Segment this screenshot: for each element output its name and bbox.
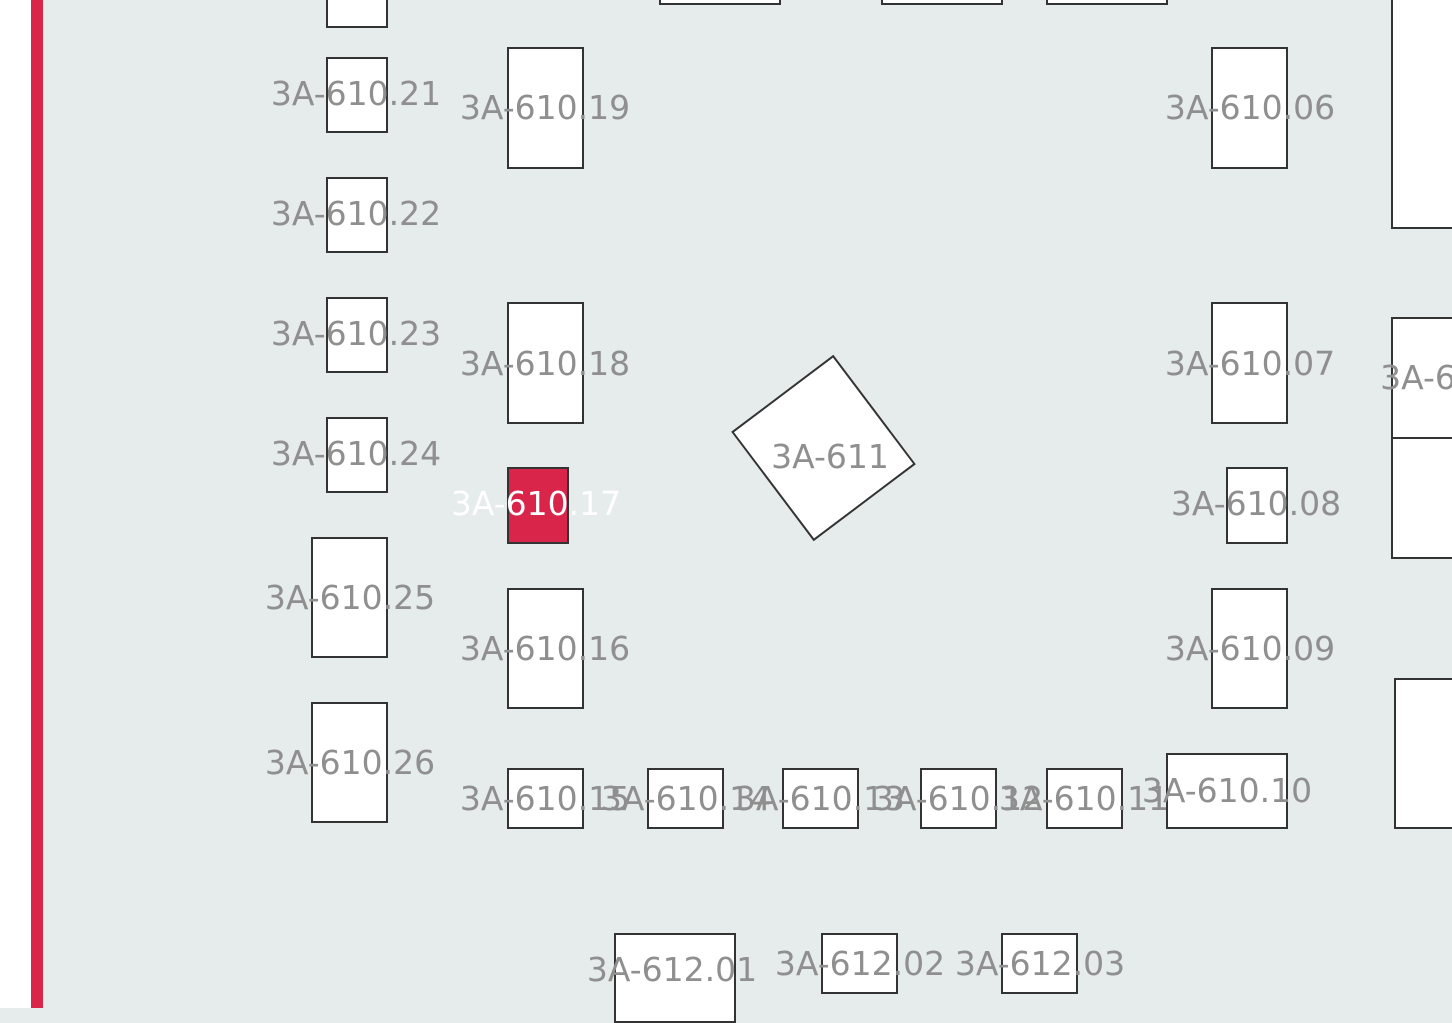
- booth-3a-610-17-selected[interactable]: [507, 467, 569, 544]
- booth-3a-612-03[interactable]: [1001, 933, 1078, 994]
- booth-3a-610-15[interactable]: [507, 768, 584, 829]
- booth-right-partial[interactable]: [1394, 678, 1452, 829]
- booth-3a-610-19[interactable]: [507, 47, 584, 169]
- outer-wall: [0, 0, 31, 1008]
- booth-3a-610-08[interactable]: [1226, 467, 1288, 544]
- booth-3a-610-10[interactable]: [1166, 753, 1288, 829]
- booth-3a-610-14[interactable]: [647, 768, 724, 829]
- booth-top-partial[interactable]: [659, 0, 781, 5]
- booth-top-partial[interactable]: [326, 0, 388, 28]
- booth-3a-612-01[interactable]: [614, 933, 736, 1023]
- booth-top-partial[interactable]: [881, 0, 1003, 5]
- booth-right-partial[interactable]: [1391, 0, 1452, 229]
- booth-3a-611[interactable]: [731, 354, 916, 542]
- booth-3a-610-21[interactable]: [326, 57, 388, 133]
- booth-3a-610-07[interactable]: [1211, 302, 1288, 424]
- booth-3a-610-12[interactable]: [920, 768, 997, 829]
- booth-3a-610-23[interactable]: [326, 297, 388, 373]
- booth-right-partial[interactable]: [1391, 437, 1452, 559]
- booth-3a-610-22[interactable]: [326, 177, 388, 253]
- booth-3a-610-06[interactable]: [1211, 47, 1288, 169]
- booth-3a-610-09[interactable]: [1211, 588, 1288, 709]
- booth-3a-612-02[interactable]: [821, 933, 898, 994]
- booth-3a-610-11[interactable]: [1046, 768, 1123, 829]
- booth-3a-610-13[interactable]: [782, 768, 859, 829]
- booth-3a-610-16[interactable]: [507, 588, 584, 709]
- booth-3a-610-25[interactable]: [311, 537, 388, 658]
- booth-3a-610-18[interactable]: [507, 302, 584, 424]
- booth-3a-610-24[interactable]: [326, 417, 388, 493]
- booth-3a-610-26[interactable]: [311, 702, 388, 823]
- hall-boundary-line: [31, 0, 43, 1008]
- booth-right-partial[interactable]: [1391, 317, 1452, 439]
- booth-top-partial[interactable]: [1046, 0, 1168, 5]
